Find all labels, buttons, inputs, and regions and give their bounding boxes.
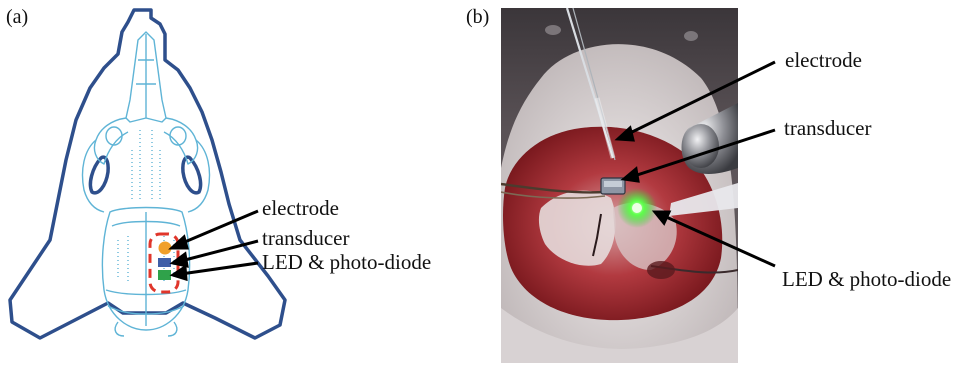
callout-b-led: LED & photo-diode xyxy=(782,267,951,292)
callout-a-transducer: transducer xyxy=(262,226,349,251)
surgery-photo xyxy=(501,8,738,363)
callout-b-electrode: electrode xyxy=(785,48,862,73)
head-outline xyxy=(10,10,285,338)
panel-b-label: (b) xyxy=(466,6,489,29)
electrode-marker xyxy=(159,242,172,255)
transducer-marker xyxy=(158,258,171,267)
led-marker xyxy=(158,270,171,280)
left-eye-opening xyxy=(90,157,108,193)
rat-skull-diagram xyxy=(0,0,480,368)
skull xyxy=(83,32,210,336)
right-eye-opening xyxy=(183,157,201,193)
surgery-photo-illustration xyxy=(501,8,738,363)
callout-a-electrode: electrode xyxy=(262,196,339,221)
callout-b-transducer: transducer xyxy=(784,116,871,141)
callout-a-led: LED & photo-diode xyxy=(262,250,431,275)
